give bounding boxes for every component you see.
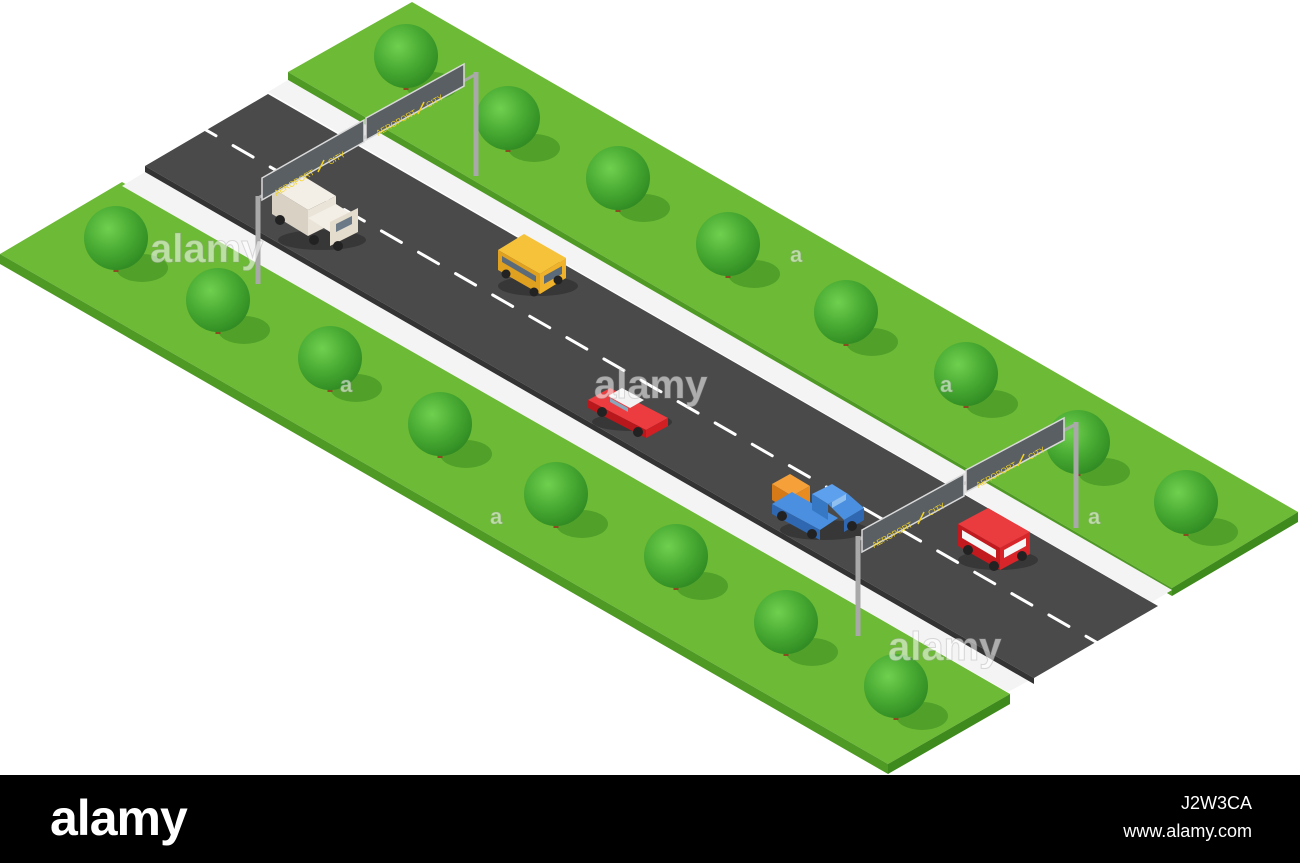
lane-dash (973, 570, 997, 586)
tree (524, 462, 588, 528)
lane-dash (491, 293, 515, 308)
lane-dash (1084, 634, 1108, 650)
watermark-text: alamy (150, 227, 264, 271)
lane-dash (454, 272, 478, 287)
footer-image-id: J2W3CA (1180, 793, 1252, 813)
tree (298, 326, 362, 392)
lane-dash (676, 400, 700, 415)
footer-site-url: www.alamy.com (1123, 821, 1252, 841)
vehicle-van (498, 234, 578, 297)
watermark-mark: a (940, 372, 953, 397)
watermark-text: alamy (888, 625, 1002, 669)
tree (696, 212, 760, 278)
watermark-mark: a (1088, 504, 1101, 529)
watermark-text: alamy (594, 363, 708, 407)
tree (408, 392, 472, 458)
lane-dash (602, 357, 626, 372)
lane-dash (194, 122, 218, 138)
lane-dash (417, 250, 440, 266)
sidewalk-back (268, 80, 1172, 602)
tree (864, 654, 928, 720)
lane-dash (899, 528, 923, 543)
watermarks: alamy alamy alamy a a a a a (150, 227, 1102, 670)
tree (1154, 470, 1218, 536)
lane-dash (528, 314, 552, 330)
lane-dash (639, 378, 663, 394)
sidewalk-front (122, 172, 1030, 692)
lane-dash (231, 144, 255, 159)
trees (84, 24, 1218, 720)
lane-dash (713, 421, 737, 436)
footer-brand-logo: alamy (50, 790, 188, 846)
watermark-mark: a (790, 242, 803, 267)
tree (374, 24, 438, 90)
lane-dash (379, 229, 403, 244)
lane-dash (1010, 592, 1034, 607)
lane-dash (787, 464, 811, 479)
vehicle-bus (958, 508, 1038, 571)
tree (476, 86, 540, 152)
lane-dash (750, 442, 774, 458)
watermark-mark: a (340, 372, 353, 397)
tree (644, 524, 708, 590)
lane-dash (565, 336, 589, 351)
tree (814, 280, 878, 346)
watermark-mark: a (490, 504, 503, 529)
tree (934, 342, 998, 408)
footer-bar: alamy J2W3CA www.alamy.com (0, 775, 1300, 863)
tree (586, 146, 650, 212)
lane-dash (1047, 613, 1071, 628)
vehicle-car (588, 388, 672, 438)
lane-dash (862, 506, 885, 522)
vehicle-pickup (772, 474, 868, 540)
tree (84, 206, 148, 272)
tree (754, 590, 818, 656)
tree (186, 268, 250, 334)
isometric-road-scene: AEROPORT CITY AEROPORT CITY AEROPORT CIT… (0, 2, 1298, 774)
lane-dash (936, 549, 960, 564)
